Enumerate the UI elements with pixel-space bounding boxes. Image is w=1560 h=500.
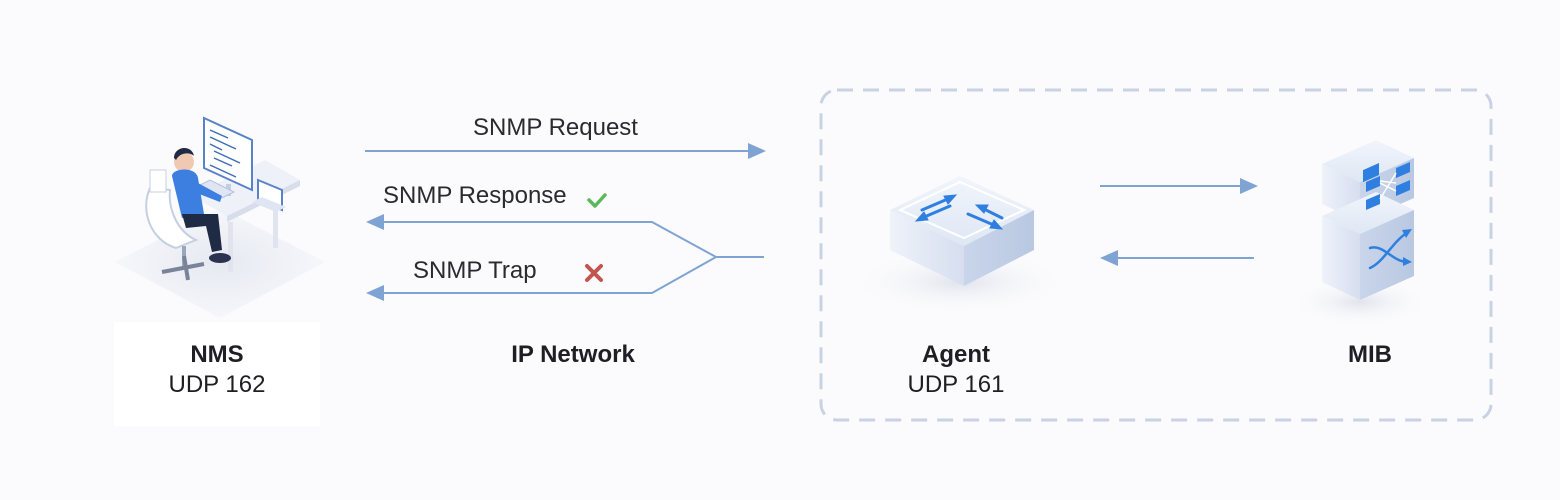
agent-boundary	[819, 88, 1493, 422]
request-arrow	[365, 143, 766, 159]
check-icon	[587, 193, 607, 208]
nms-name: NMS	[190, 341, 244, 368]
agent-port: UDP 161	[907, 371, 1005, 398]
server-rack-icon	[1290, 140, 1430, 326]
mib-to-agent-arrow	[1100, 250, 1254, 266]
nms-port: UDP 162	[168, 371, 266, 398]
snmp-response-label: SNMP Response	[383, 182, 567, 209]
agent-name: Agent	[922, 341, 990, 368]
mib-name: MIB	[1348, 341, 1392, 368]
person-at-workstation-icon	[115, 116, 325, 318]
network-name: IP Network	[511, 341, 635, 368]
agent-label: Agent UDP 161	[856, 340, 1056, 400]
response-trap-arrows	[366, 214, 764, 301]
snmp-request-label: SNMP Request	[473, 114, 638, 141]
snmp-trap-label: SNMP Trap	[413, 257, 537, 284]
agent-to-mib-arrow	[1100, 178, 1258, 194]
network-switch-icon	[850, 176, 1070, 314]
network-label: IP Network	[463, 340, 683, 370]
nms-label-card	[114, 322, 320, 426]
mib-label: MIB	[1320, 340, 1420, 370]
nms-label: NMS UDP 162	[114, 340, 320, 400]
cross-icon	[585, 264, 603, 282]
